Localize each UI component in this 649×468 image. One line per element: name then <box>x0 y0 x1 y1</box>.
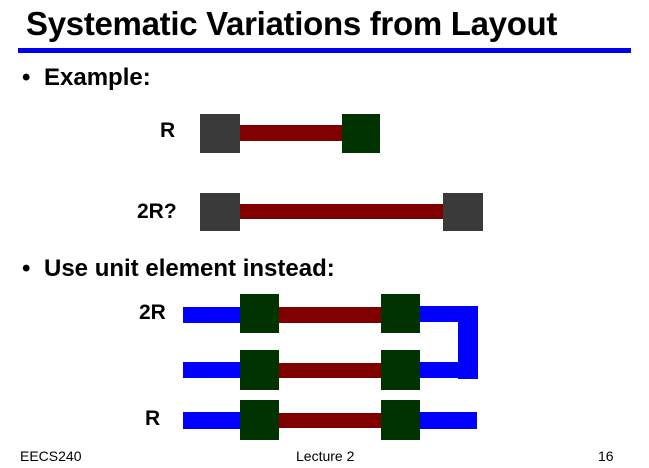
contact-row2-left <box>240 350 279 390</box>
wire-row2-left <box>183 362 240 378</box>
wire-row1-left <box>183 307 240 323</box>
slide-title: Systematic Variations from Layout <box>26 5 558 42</box>
wire-row3-left <box>183 412 240 429</box>
contact-row3-right <box>381 400 420 440</box>
resistor-r-right-contact <box>342 114 380 153</box>
wire-row3-right <box>420 412 477 429</box>
contact-row1-left <box>240 294 279 333</box>
label-r: R <box>160 119 176 142</box>
label-unit-2r: 2R <box>139 301 166 324</box>
footer-lecture: Lecture 2 <box>296 448 355 464</box>
contact-row3-left <box>240 400 279 440</box>
bullet-marker: • <box>22 255 31 282</box>
contact-row1-right <box>381 294 420 333</box>
resistor-r-body <box>240 125 342 141</box>
label-unit-r: R <box>145 407 161 430</box>
wire-row2-right <box>420 362 478 378</box>
wire-series-connector <box>458 306 478 379</box>
resistor-r-left-contact <box>200 114 240 153</box>
bullet-unit-element: • Use unit element instead: <box>22 255 335 283</box>
footer-course: EECS240 <box>20 448 82 464</box>
contact-row2-right <box>381 350 420 390</box>
resistor-2r-left-contact <box>200 193 240 231</box>
bullet-example-text: Example: <box>44 64 151 91</box>
resistor-row3-body <box>279 413 381 428</box>
resistor-2r-right-contact <box>443 193 483 231</box>
bullet-unit-element-text: Use unit element instead: <box>44 255 335 282</box>
resistor-row2-body <box>279 363 381 378</box>
label-2r-question: 2R? <box>137 200 177 223</box>
resistor-2r-body <box>240 204 443 219</box>
resistor-row1-body <box>279 307 381 323</box>
footer-page-number: 16 <box>598 448 614 464</box>
bullet-example: • Example: <box>22 64 151 92</box>
title-underline <box>18 48 631 53</box>
bullet-marker: • <box>22 64 31 91</box>
